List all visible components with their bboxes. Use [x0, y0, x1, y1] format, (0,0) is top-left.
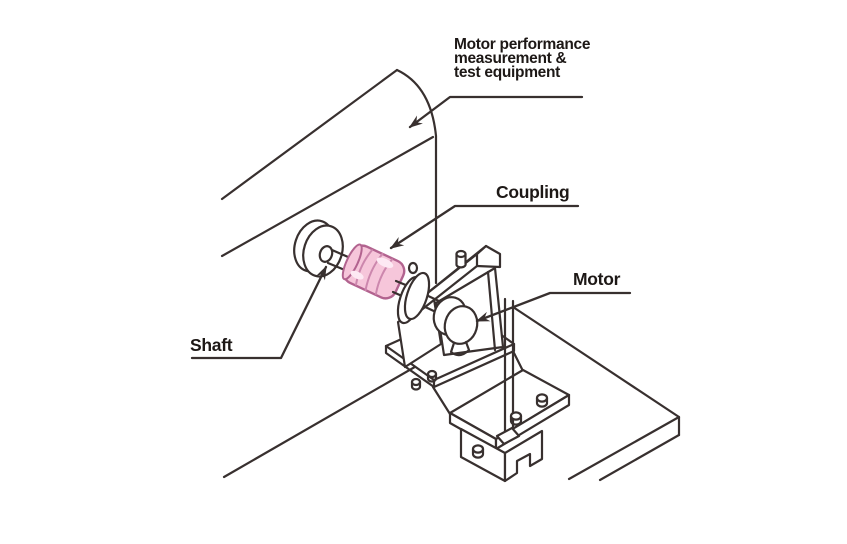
leader-coupling — [389, 204, 580, 250]
label-motor: Motor — [573, 269, 621, 289]
label-equipment-line1: Motor performance — [454, 36, 591, 53]
motor-drawing — [432, 296, 479, 357]
disc-drawing — [293, 219, 344, 278]
base-bolts-drawing — [471, 393, 549, 459]
label-shaft: Shaft — [190, 335, 233, 355]
label-equipment: Motor performance measurement & test equ… — [454, 36, 591, 81]
leader-shaft — [190, 265, 328, 360]
leader-equipment — [408, 95, 584, 129]
label-coupling: Coupling — [496, 182, 570, 202]
stand-base-drawing — [448, 368, 571, 483]
shaft-clamp-drawing — [391, 261, 431, 325]
leader-motor — [475, 291, 632, 323]
label-equipment-line3: test equipment — [454, 64, 561, 81]
stand-post-drawing — [495, 297, 521, 446]
equipment-panel-drawing — [220, 68, 438, 285]
label-equipment-line2: measurement & — [454, 50, 567, 67]
coupling-drawing — [341, 243, 406, 300]
